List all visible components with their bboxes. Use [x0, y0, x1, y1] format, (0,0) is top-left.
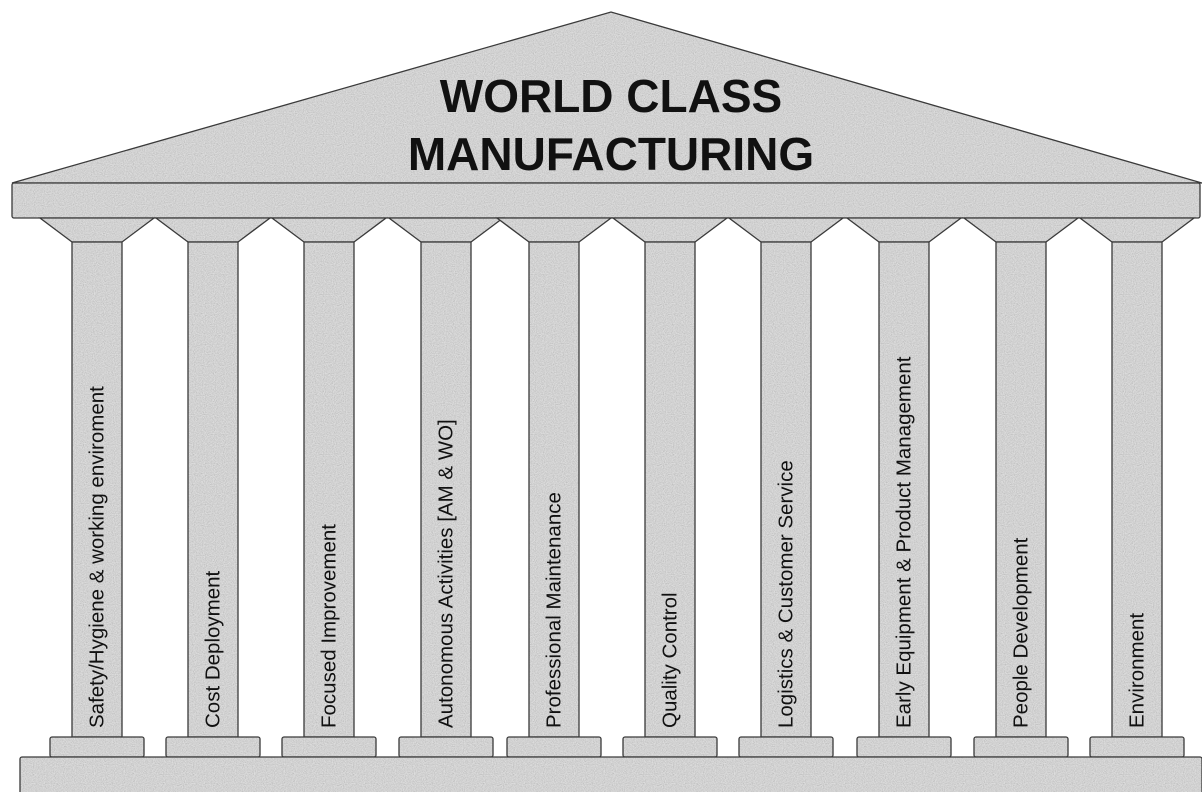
pillar: Cost Deployment: [154, 217, 272, 758]
pillar-plinth: [738, 736, 834, 758]
pillar-plinth: [973, 736, 1069, 758]
pillar-label: Logistics & Customer Service: [775, 460, 798, 728]
pillar: Focused Improvement: [270, 217, 388, 758]
pillar-shaft: [303, 241, 355, 738]
pillar-capital: [845, 217, 963, 243]
pillar-shaft: [760, 241, 812, 738]
pillar-plinth: [856, 736, 952, 758]
pillar-capital: [154, 217, 272, 243]
pillar-capital: [1078, 217, 1196, 243]
pillar-capital: [727, 217, 845, 243]
pillar-shaft: [1111, 241, 1163, 738]
pillar-label: Cost Deployment: [202, 570, 225, 728]
diagram-title-line2: MANUFACTURING: [408, 128, 814, 180]
pillar: People Development: [962, 217, 1080, 758]
pillar-shaft: [644, 241, 696, 738]
pillar-capital: [962, 217, 1080, 243]
pillar-shaft: [420, 241, 472, 738]
pillar-plinth: [398, 736, 494, 758]
pillar: Environment: [1078, 217, 1196, 758]
pillar-plinth: [1089, 736, 1185, 758]
pillar: Safety/Hygiene & working enviroment: [38, 217, 156, 758]
pillar-plinth: [165, 736, 261, 758]
pillar-label: Environment: [1126, 613, 1149, 728]
pillar-capital: [495, 217, 613, 243]
pillar-plinth: [49, 736, 145, 758]
pillar-label: Autonomous Activities [AM & WO]: [435, 419, 458, 728]
pillar-shaft: [528, 241, 580, 738]
entablature-beam: [11, 182, 1201, 219]
pillar-label: Professional Maintenance: [543, 492, 566, 728]
foundation-base: [19, 756, 1202, 792]
pillar-label: Quality Control: [659, 592, 682, 728]
pillar-label: Safety/Hygiene & working enviroment: [86, 386, 109, 728]
pillar-capital: [387, 217, 505, 243]
pillar-plinth: [622, 736, 718, 758]
pillar: Autonomous Activities [AM & WO]: [387, 217, 505, 758]
pillar-shaft: [187, 241, 239, 738]
pillar-shaft: [71, 241, 123, 738]
pillar-capital: [270, 217, 388, 243]
pillar-label: People Development: [1010, 537, 1033, 728]
pillar-capital: [38, 217, 156, 243]
pillar-plinth: [281, 736, 377, 758]
pillar: Logistics & Customer Service: [727, 217, 845, 758]
pillar: Professional Maintenance: [495, 217, 613, 758]
pillar-label: Early Equipment & Product Management: [893, 356, 916, 728]
pillar-capital: [611, 217, 729, 243]
pillar: Quality Control: [611, 217, 729, 758]
pillar-label: Focused Improvement: [318, 524, 341, 728]
diagram-title-line1: WORLD CLASS: [440, 70, 782, 122]
pillar: Early Equipment & Product Management: [845, 217, 963, 758]
pillar-plinth: [506, 736, 602, 758]
